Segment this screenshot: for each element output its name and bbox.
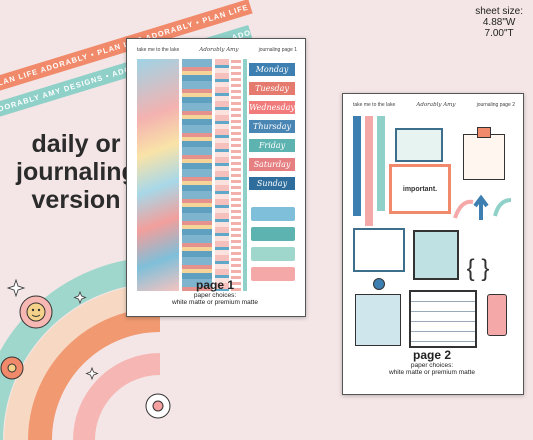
caption-paper-label: paper choices: <box>410 362 454 369</box>
sparkle-icon <box>6 278 99 381</box>
sheet-header: take me to the lake Adorably Amy journal… <box>353 100 515 109</box>
day-label-wednesday: Wednesday <box>249 101 295 114</box>
day-label-monday: Monday <box>249 63 295 76</box>
pushpin-icon <box>373 278 385 290</box>
sheet-size-height: 7.00"T <box>484 28 514 39</box>
caption-title: page 2 <box>412 348 451 362</box>
sticker-sheet-page-1: take me to the lake Adorably Amy journal… <box>126 38 306 317</box>
sheet-size-label: sheet size: <box>475 6 523 17</box>
sticker-sheet-page-2: take me to the lake Adorably Amy journal… <box>342 93 524 395</box>
lined-note <box>409 290 477 348</box>
plain-strip <box>243 59 247 291</box>
caption-paper-options: white matte or premium matte <box>172 299 258 306</box>
tumbler-icon <box>487 294 507 336</box>
brand-logo: Adorably Amy <box>199 46 239 53</box>
day-label-friday: Friday <box>249 139 295 152</box>
sheet-size-info: sheet size: 4.88"W 7.00"T <box>475 6 523 39</box>
brand-logo: Adorably Amy <box>416 101 456 108</box>
floral-washi-strip <box>215 59 229 291</box>
arrow-stickers <box>451 192 515 224</box>
caption-title: page 1 <box>195 278 234 292</box>
flower-icon <box>145 393 171 419</box>
quote-strip <box>353 116 361 216</box>
headline-line: daily or <box>31 130 121 158</box>
polaroid-frame <box>413 230 459 280</box>
headline-line: version <box>31 186 121 214</box>
caption-paper-label: paper choices: <box>193 292 237 299</box>
sheet-title: take me to the lake <box>353 101 396 108</box>
quote-strip <box>377 116 385 211</box>
watercolor-swatch <box>251 207 295 221</box>
gingham-strip <box>231 59 241 291</box>
headline-line: journaling <box>16 158 137 186</box>
photo-frame <box>395 128 443 162</box>
page-2-caption: page 2 paper choices: white matte or pre… <box>372 348 492 376</box>
sheet-size-width: 4.88"W <box>482 17 516 28</box>
rainbow-decoration <box>0 257 171 440</box>
sheet-label: journaling page 1 <box>258 46 297 53</box>
caption-paper-options: white matte or premium matte <box>389 369 475 376</box>
day-label-saturday: Saturday <box>249 158 295 171</box>
day-label-sunday: Sunday <box>249 177 295 190</box>
binder-clip-icon <box>477 127 491 138</box>
watercolor-strip <box>137 59 179 291</box>
smiley-flower-icon <box>19 295 53 329</box>
page-1-caption: page 1 paper choices: white matte or pre… <box>160 278 270 306</box>
watercolor-swatch <box>251 247 295 261</box>
sheet-title: take me to the lake <box>137 46 180 53</box>
square-note <box>353 228 405 272</box>
watercolor-swatch <box>251 227 295 241</box>
quote-strip <box>365 116 373 226</box>
important-frame: important. <box>389 164 451 214</box>
version-headline: daily or journaling version <box>16 130 137 214</box>
day-label-thursday: Thursday <box>249 120 295 133</box>
clipped-note <box>463 134 505 180</box>
sheet-label: journaling page 2 <box>476 101 515 108</box>
important-label: important. <box>402 185 438 193</box>
day-label-tuesday: Tuesday <box>249 82 295 95</box>
watercolor-swatch <box>251 267 295 281</box>
flower-icon <box>0 356 24 380</box>
floral-strip <box>182 59 212 291</box>
braces-sticker: { } <box>466 255 490 282</box>
sticky-note <box>355 294 401 346</box>
sheet-header: take me to the lake Adorably Amy journal… <box>137 45 297 54</box>
